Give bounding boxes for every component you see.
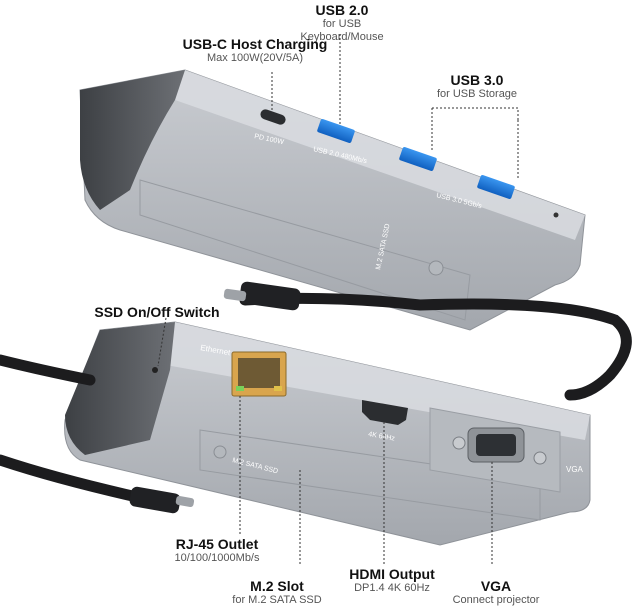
leader-lines bbox=[157, 34, 519, 566]
callout-usb2: USB 2.0 for USB Keyboard/Mouse bbox=[283, 2, 401, 43]
screw-icon bbox=[213, 445, 227, 459]
callout-usb3: USB 3.0 for USB Storage bbox=[422, 72, 532, 101]
usb3-port-2 bbox=[477, 175, 515, 199]
callout-usbc-sub: Max 100W(20V/5A) bbox=[207, 52, 303, 65]
callout-m2: M.2 Slot for M.2 SATA SSD bbox=[226, 578, 328, 607]
callout-usb3-sub: for USB Storage bbox=[436, 88, 518, 101]
top-hub: PD 100W USB 2.0 480Mb/s USB 3.0 5Gb/s M.… bbox=[79, 69, 586, 331]
callout-ssd-switch-title: SSD On/Off Switch bbox=[94, 304, 220, 320]
usb3-port-1 bbox=[399, 147, 437, 171]
usb-c-plug bbox=[239, 281, 301, 311]
hdmi-port bbox=[362, 400, 408, 425]
callout-hdmi-sub: DP1.4 4K 60Hz bbox=[354, 582, 430, 595]
vga-label: VGA bbox=[566, 465, 584, 474]
callout-vga-sub: Connect projector bbox=[452, 594, 540, 607]
callout-hdmi: HDMI Output DP1.4 4K 60Hz bbox=[342, 566, 442, 595]
callout-vga: VGA Connect projector bbox=[446, 578, 546, 607]
callout-rj45: RJ-45 Outlet 10/100/1000Mb/s bbox=[162, 536, 272, 565]
status-led bbox=[553, 212, 559, 218]
callout-vga-title: VGA bbox=[480, 578, 512, 594]
callout-m2-sub: for M.2 SATA SSD bbox=[232, 594, 322, 607]
usb-c-port bbox=[260, 109, 286, 125]
top-cable bbox=[223, 281, 632, 401]
hdmi-label: 4K 60Hz bbox=[368, 431, 396, 443]
callout-m2-title: M.2 Slot bbox=[250, 578, 304, 594]
callout-usb2-sub: for USB Keyboard/Mouse bbox=[300, 18, 384, 43]
callout-usb3-title: USB 3.0 bbox=[450, 72, 504, 88]
callout-ssd-switch: SSD On/Off Switch bbox=[94, 304, 220, 320]
bottom-cables bbox=[0, 354, 195, 514]
usb-c-plug bbox=[129, 486, 181, 514]
callout-rj45-title: RJ-45 Outlet bbox=[175, 536, 259, 552]
callout-usbc: USB-C Host Charging Max 100W(20V/5A) bbox=[180, 36, 330, 65]
callout-hdmi-title: HDMI Output bbox=[349, 566, 435, 582]
screw-icon bbox=[428, 260, 444, 276]
callout-rj45-sub: 10/100/1000Mb/s bbox=[174, 552, 260, 565]
callout-usbc-title: USB-C Host Charging bbox=[182, 36, 328, 52]
ssd-switch bbox=[152, 367, 158, 373]
bottom-hub: Ethernet 4K 60Hz M.2 SATA SSD VGA bbox=[64, 321, 591, 546]
usb2-port bbox=[317, 119, 355, 143]
callout-usb2-title: USB 2.0 bbox=[315, 2, 369, 18]
